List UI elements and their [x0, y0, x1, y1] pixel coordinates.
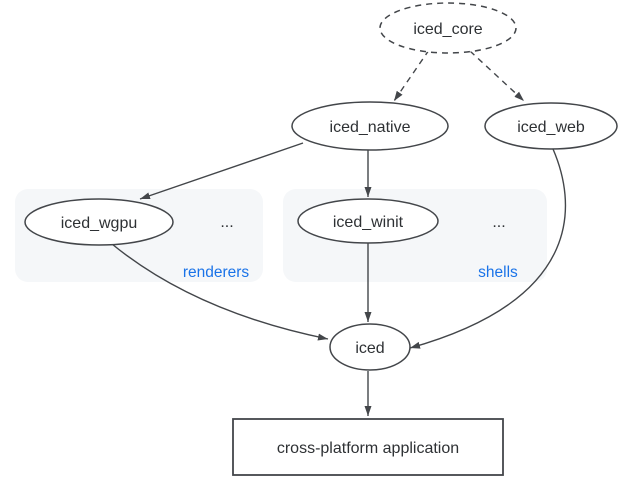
node-application-label: cross-platform application [277, 440, 459, 457]
edge-iced-wgpu-to-iced [111, 243, 329, 341]
edge-iced-core-to-iced-native [393, 49, 430, 102]
edge-iced-web-to-iced [409, 148, 567, 349]
group-renderers-label: renderers [183, 264, 250, 281]
node-iced-wgpu-shape [24, 198, 174, 246]
node-iced-wgpu-label: iced_wgpu [61, 215, 138, 232]
group-renderers-ellipsis: ... [220, 214, 233, 231]
node-iced-native-label: iced_native [330, 119, 411, 136]
node-iced-core-shape [379, 2, 517, 54]
group-shells-ellipsis: ... [492, 214, 505, 231]
node-iced-web-shape [484, 102, 618, 150]
node-iced-label: iced [355, 340, 384, 357]
group-shells-label: shells [478, 264, 518, 281]
node-iced-native-shape [291, 101, 449, 151]
node-application-shape [232, 418, 504, 476]
node-iced-shape [329, 323, 411, 371]
edge-iced-core-to-iced-web [469, 50, 525, 102]
node-iced-core-label: iced_core [413, 21, 482, 38]
node-iced-winit-label: iced_winit [333, 214, 404, 231]
node-iced-web-label: iced_web [517, 119, 585, 136]
edge-iced-native-to-iced-wgpu [139, 142, 304, 200]
node-iced-winit-shape [297, 198, 439, 244]
